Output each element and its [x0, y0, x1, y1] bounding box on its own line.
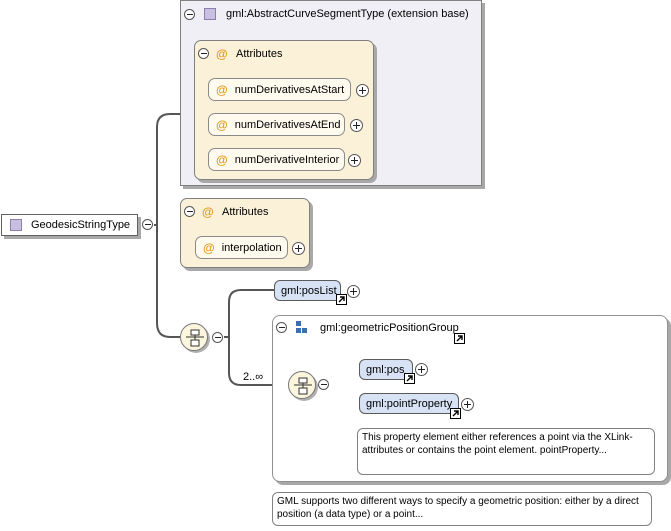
attribute-numDerivativesAtEnd[interactable]: @ numDerivativesAtEnd	[208, 113, 345, 136]
complex-type-icon	[204, 8, 216, 20]
element-label: gml:pos	[366, 363, 405, 376]
attribute-icon: @	[203, 240, 215, 255]
attribute-numDerivativesAtStart[interactable]: @ numDerivativesAtStart	[208, 78, 351, 101]
root-type-label: GeodesicStringType	[31, 219, 131, 231]
attribute-icon: @	[216, 82, 228, 97]
attribute-label: interpolation	[221, 241, 282, 254]
expand-numDerivativesAtStart-button[interactable]	[356, 84, 369, 97]
sequence-icon	[294, 377, 312, 395]
collapse-attributes-button[interactable]	[184, 206, 195, 217]
group-documentation: GML supports two different ways to speci…	[272, 492, 652, 526]
reference-arrow-icon	[450, 408, 461, 419]
expand-pointProperty-button[interactable]	[461, 398, 474, 411]
expand-pos-button[interactable]	[415, 363, 428, 376]
attribute-icon: @	[216, 47, 228, 61]
attribute-interpolation[interactable]: @ interpolation	[195, 236, 288, 259]
inherited-attributes-title: Attributes	[236, 48, 283, 60]
collapse-group-button[interactable]	[276, 322, 287, 333]
sequence-compositor[interactable]	[180, 323, 208, 351]
collapse-sequence-button[interactable]	[212, 332, 223, 343]
element-pointProperty[interactable]: gml:pointProperty	[359, 393, 459, 414]
extension-base-label: gml:AbstractCurveSegmentType (extension …	[226, 8, 469, 20]
element-label: gml:pointProperty	[366, 397, 453, 410]
attribute-label: numDerivativeInterior	[234, 153, 340, 166]
attribute-label: numDerivativesAtStart	[234, 83, 345, 96]
element-posList[interactable]: gml:posList	[274, 280, 341, 301]
sequence-icon	[186, 329, 204, 347]
reference-arrow-icon	[336, 294, 347, 305]
attribute-numDerivativeInterior[interactable]: @ numDerivativeInterior	[208, 148, 345, 171]
expand-numDerivativesAtEnd-button[interactable]	[350, 119, 363, 132]
element-pos[interactable]: gml:pos	[359, 359, 413, 380]
expand-posList-button[interactable]	[347, 285, 360, 298]
expand-interpolation-button[interactable]	[292, 242, 305, 255]
attribute-icon: @	[216, 152, 228, 167]
collapse-root-button[interactable]	[142, 219, 153, 230]
expand-numDerivativeInterior-button[interactable]	[348, 154, 361, 167]
choice-compositor[interactable]	[288, 371, 316, 399]
attributes-title: Attributes	[222, 206, 269, 218]
collapse-inherited-attributes-button[interactable]	[198, 48, 209, 59]
attribute-icon: @	[202, 205, 214, 219]
element-label: gml:posList	[281, 284, 337, 297]
root-type-node[interactable]: GeodesicStringType	[1, 214, 138, 236]
group-label: gml:geometricPositionGroup	[320, 322, 459, 334]
reference-arrow-icon	[404, 373, 415, 384]
collapse-choice-button[interactable]	[318, 379, 329, 390]
group-icon	[296, 321, 307, 333]
reference-arrow-icon	[454, 333, 465, 344]
attribute-icon: @	[216, 117, 228, 132]
occurrence-label: 2..∞	[243, 371, 264, 383]
collapse-extension-button[interactable]	[184, 9, 195, 20]
complex-type-icon	[10, 219, 22, 231]
attribute-label: numDerivativesAtEnd	[234, 118, 341, 131]
pointProperty-documentation: This property element either references …	[357, 428, 655, 475]
